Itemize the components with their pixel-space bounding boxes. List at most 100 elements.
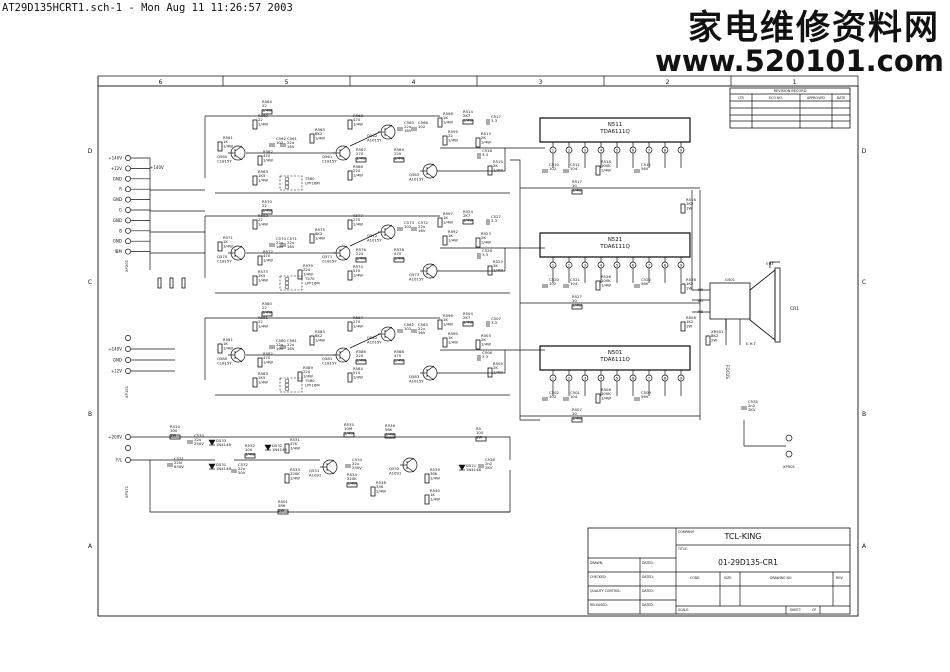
resistor-r569 xyxy=(393,157,405,163)
revision-col-3: DATE xyxy=(837,96,846,100)
resistor-r585 xyxy=(309,335,315,346)
resistor-r514 xyxy=(462,119,474,125)
resistor-r566 xyxy=(347,170,353,181)
ic-pin-number: 5 xyxy=(616,148,619,153)
resistor-r506 xyxy=(595,393,601,404)
resistor-value: 1K5 xyxy=(258,273,266,278)
wire xyxy=(691,190,710,291)
frame-row-right-C: C xyxy=(862,279,866,286)
capacitor-ref: C502 xyxy=(549,390,559,395)
frame-row-left-A: A xyxy=(88,543,93,550)
resistor-power: 1/4W xyxy=(430,496,440,501)
net-140v-label: +140V xyxy=(150,165,164,170)
resistor-value: 1K xyxy=(223,341,228,346)
resistor-ref: R598 xyxy=(443,111,453,116)
resistor-r597 xyxy=(437,217,443,228)
transistor-part: A1015Y xyxy=(409,177,424,182)
diode-part: 1N4148 xyxy=(272,447,288,452)
resistor-ref: R528 xyxy=(686,277,696,282)
resistor-ref: R536 xyxy=(385,423,395,428)
capacitor-value: 22N xyxy=(174,460,182,465)
resistor-ref: R577 xyxy=(353,213,363,218)
crt-eht2-label: E.H.T xyxy=(746,341,757,346)
frame-row-left-D: D xyxy=(88,148,93,155)
ic-pin-number: 1 xyxy=(552,263,555,268)
crt-tube-neck xyxy=(749,269,776,341)
capacitor-value: 3.3 xyxy=(491,320,498,325)
ic-pin-number: 8 xyxy=(664,148,667,153)
capacitor-ref: C573 xyxy=(404,220,414,225)
resistor-value: 470 xyxy=(263,153,271,158)
connector-pin xyxy=(125,335,131,341)
resistor-r595 xyxy=(442,135,448,146)
resistor-ref: R560 xyxy=(258,113,268,118)
resistor-ref: R575 xyxy=(315,227,325,232)
transistor-emitter xyxy=(234,254,243,261)
ic-n501 xyxy=(539,345,691,371)
resistor-value: 22 xyxy=(258,319,263,324)
resistor-r582 xyxy=(257,357,263,368)
coil-ref: T580 xyxy=(304,378,315,383)
capacitor-voltage: 2KV xyxy=(748,407,756,412)
resistor-ref: R510 xyxy=(170,424,180,429)
resistor-power: 1/4W xyxy=(258,277,268,282)
transistor-part: A1091 xyxy=(389,471,402,476)
ic-pin-number: 4 xyxy=(600,148,603,153)
ic-pin-number: 4 xyxy=(600,263,603,268)
connector-pin-label: F/L xyxy=(116,458,123,463)
resistor-power: 1/4W xyxy=(315,235,325,240)
resistor-r568 xyxy=(347,119,353,130)
transistor-part: C1815Y xyxy=(217,361,232,366)
resistor-value: 10 xyxy=(572,298,577,303)
tb-row-0: DRAWN: xyxy=(590,561,603,565)
resistor-ref: XR501 xyxy=(711,329,724,334)
resistor-value: 10M xyxy=(344,426,352,431)
coil-winding xyxy=(284,176,290,182)
resistor-ref: R531 xyxy=(290,437,300,442)
resistor-ref: R578 xyxy=(394,247,404,252)
resistor-value: 510 xyxy=(353,268,361,273)
resistor-power: 1/4W xyxy=(448,339,458,344)
transistor-part: C1815Y xyxy=(217,259,232,264)
resistor-ref: R508 xyxy=(686,315,696,320)
connector-pin-label: B xyxy=(119,228,122,233)
resistor-r526 xyxy=(595,280,601,291)
resistor-ref: R539 xyxy=(430,467,440,472)
termination-resistor xyxy=(169,277,174,289)
resistor-ref: R501 xyxy=(278,499,288,504)
capacitor-value: 3.3 xyxy=(491,118,498,123)
resistor-r583 xyxy=(252,377,258,388)
revision-title: REVISION RECORD xyxy=(774,89,807,93)
resistor-ref: R527 xyxy=(572,294,582,299)
resistor-power: 1/4W xyxy=(290,475,300,480)
capacitor-value: 22u xyxy=(238,466,246,471)
resistor-value: 270 xyxy=(353,319,361,324)
resistor-ref: R506 xyxy=(601,387,611,392)
resistor-r508 xyxy=(680,321,686,332)
transistor-collector xyxy=(234,245,243,252)
resistor-r589 xyxy=(297,371,303,382)
frame-col-5: 5 xyxy=(285,79,289,86)
resistor-r515 xyxy=(487,165,493,176)
ic-pin-number: 2 xyxy=(568,148,571,153)
resistor-value: 2K xyxy=(493,163,498,168)
resistor-ref: R567 xyxy=(356,147,366,152)
resistor-value: 22 xyxy=(258,117,263,122)
resistor-power: 1/4W xyxy=(481,239,491,244)
transistor-ref: Q570 xyxy=(217,254,228,259)
resistor-power: 2W xyxy=(278,507,284,512)
resistor-value: 2K xyxy=(493,263,498,268)
resistor-ref: R540 xyxy=(430,488,440,493)
resistor-power: 1/4W xyxy=(356,155,366,160)
resistor-r564 xyxy=(261,109,273,115)
transistor-ref: Q563 xyxy=(409,172,420,177)
ic-pin-number: 6 xyxy=(632,263,635,268)
resistor-ref: R593 xyxy=(258,213,268,218)
ic-pin-number: 7 xyxy=(648,148,651,153)
transistor-emitter xyxy=(234,356,243,363)
connector-pin-label: IBM xyxy=(115,249,123,254)
resistor-power: 1/4W xyxy=(353,172,363,177)
tb-sheet-label: SHEET: xyxy=(790,608,801,612)
resistor-r567 xyxy=(355,157,367,163)
connector-pin-label: G xyxy=(119,208,122,213)
